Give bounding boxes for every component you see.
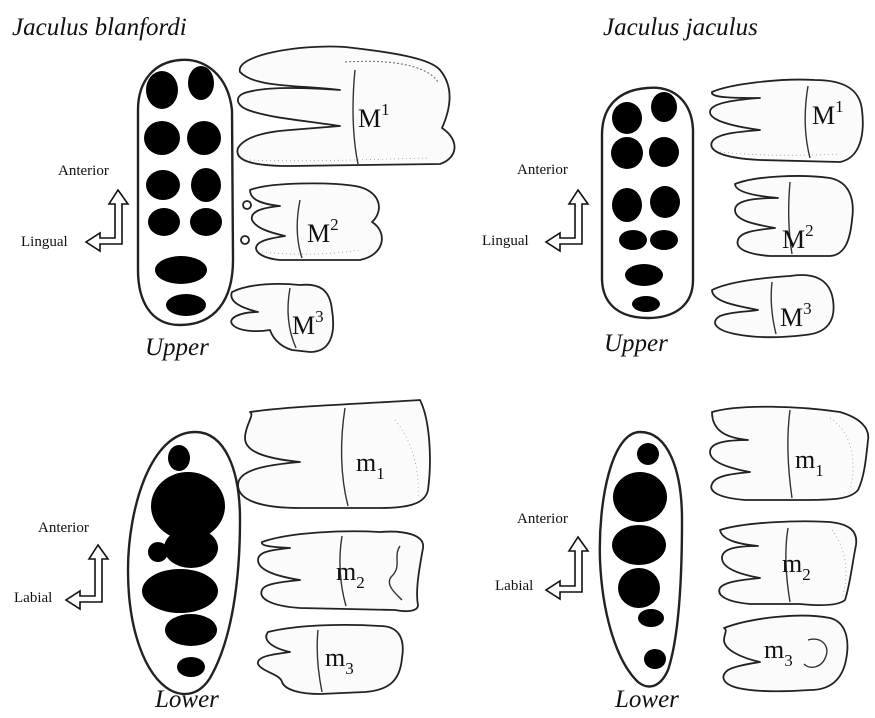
lower-left-occlusal-outline <box>128 432 240 694</box>
tooth-sub-m3-lr: 3 <box>784 651 793 670</box>
lower-right-occlusal-outline <box>600 432 682 686</box>
tooth-M1-upper-right: M1 <box>710 80 863 162</box>
tooth-base-m3-lr: m <box>764 635 784 664</box>
tooth-base-M2-ul: M <box>307 219 330 248</box>
orientation-arrow-lower-left <box>66 545 108 609</box>
tooth-base-M1-ul: M <box>358 104 381 133</box>
tooth-sub-m1-lr: 1 <box>815 461 824 480</box>
tooth-sup-M2-ur: 2 <box>805 221 814 240</box>
tooth-base-M3-ur: M <box>780 303 803 332</box>
tooth-base-M1-ur: M <box>812 101 835 130</box>
tooth-sup-M1-ur: 1 <box>835 97 844 116</box>
tooth-sub-m3-ll: 3 <box>345 659 354 678</box>
tooth-base-m1-lr: m <box>795 445 815 474</box>
tooth-base-m2-lr: m <box>782 549 802 578</box>
tooth-base-m1-ll: m <box>356 448 376 477</box>
tooth-m3-lower-right: m3 <box>723 616 847 692</box>
orientation-arrow-upper-left <box>86 190 128 251</box>
upper-right-occlusal-outline <box>602 88 693 318</box>
tooth-M3-upper-left: M3 <box>231 284 333 352</box>
tooth-m2-lower-left: m2 <box>258 531 423 611</box>
tooth-sup-M3-ur: 3 <box>803 299 812 318</box>
tooth-M2-upper-right: M2 <box>735 176 853 256</box>
tooth-m3-lower-left: m3 <box>258 625 403 694</box>
tooth-base-M3-ul: M <box>292 311 315 340</box>
tooth-sub-m2-ll: 2 <box>356 573 365 592</box>
tooth-m1-lower-left: m1 <box>238 400 430 508</box>
tooth-sup-M2-ul: 2 <box>330 215 339 234</box>
orientation-arrow-lower-right <box>546 537 588 599</box>
tooth-sub-m1-ll: 1 <box>376 464 385 483</box>
tooth-sup-M3-ul: 3 <box>315 307 324 326</box>
tooth-M2-upper-left: M2 <box>241 183 382 260</box>
tooth-sub-m2-lr: 2 <box>802 565 811 584</box>
tooth-base-m3-ll: m <box>325 643 345 672</box>
orientation-arrow-upper-right <box>546 190 588 251</box>
tooth-M3-upper-right: M3 <box>712 275 834 337</box>
tooth-sup-M1-ul: 1 <box>381 100 390 119</box>
tooth-M1-upper-left: M1 <box>237 47 454 166</box>
tooth-base-M2-ur: M <box>782 225 805 254</box>
tooth-base-m2-ll: m <box>336 557 356 586</box>
upper-left-occlusal-outline <box>138 60 233 325</box>
tooth-m2-lower-right: m2 <box>719 521 856 605</box>
tooth-m1-lower-right: m1 <box>710 407 868 500</box>
